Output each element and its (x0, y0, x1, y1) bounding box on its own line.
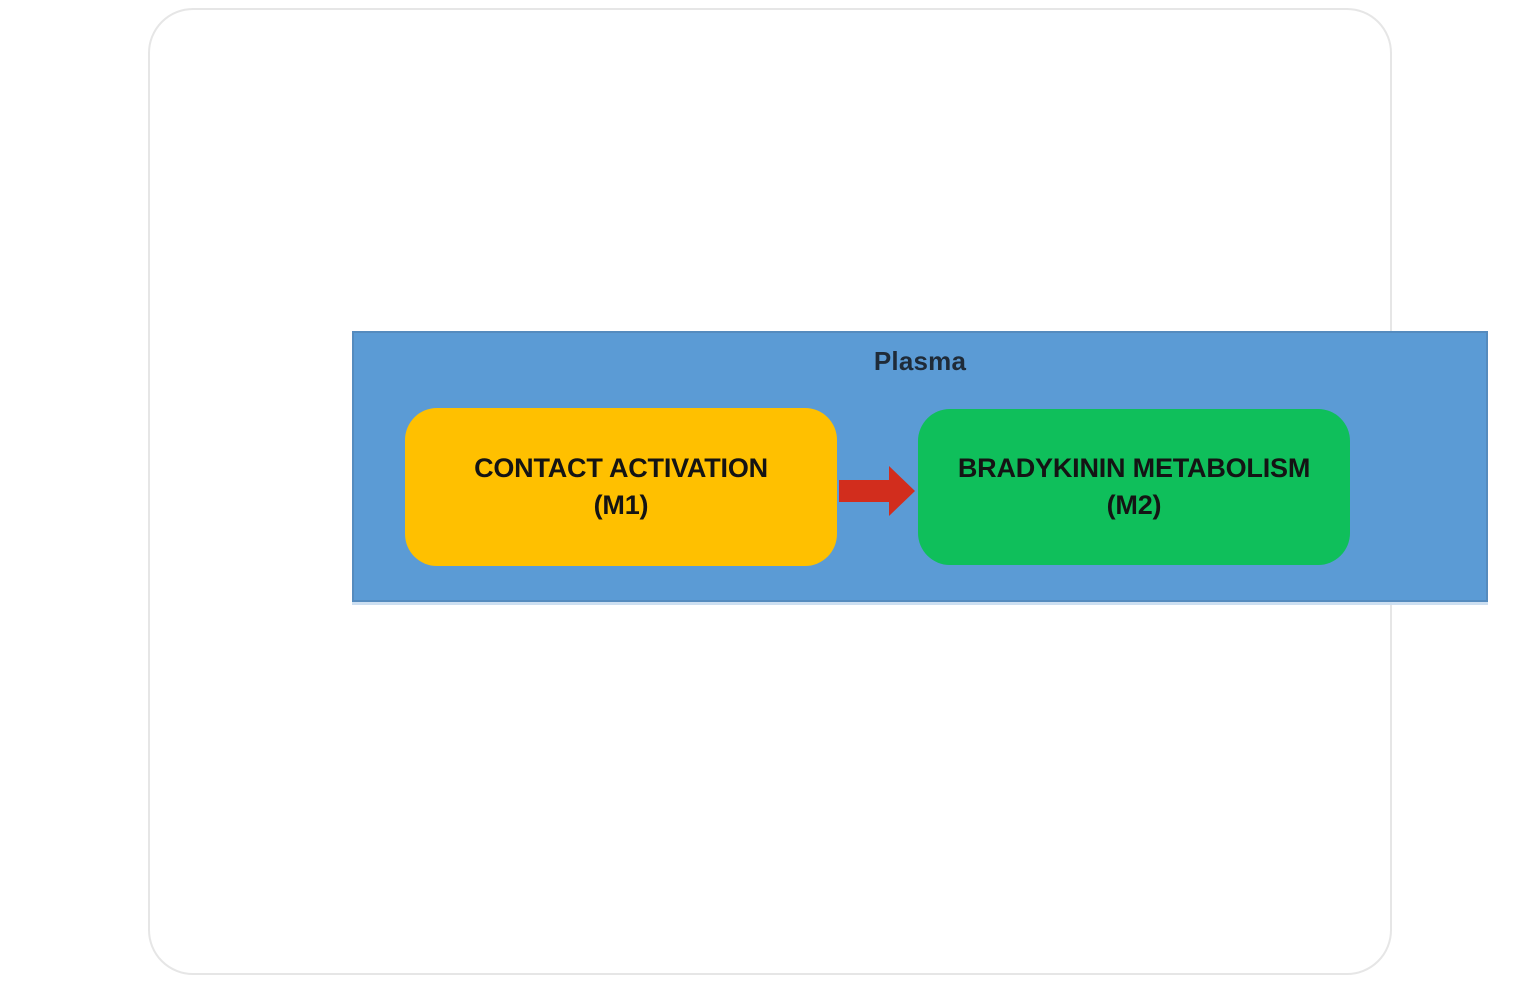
node-bradykinin-metabolism-line2: (M2) (1106, 490, 1162, 520)
plasma-container: Plasma CONTACT ACTIVATION (M1) BRADYKINI… (352, 331, 1488, 602)
node-contact-activation-line1: CONTACT ACTIVATION (474, 453, 768, 483)
right-arrow-shape (839, 466, 915, 516)
node-contact-activation-line2: (M1) (593, 490, 649, 520)
node-bradykinin-metabolism-m2: BRADYKININ METABOLISM (M2) (918, 409, 1350, 565)
node-bradykinin-metabolism-line1: BRADYKININ METABOLISM (957, 453, 1311, 483)
plasma-container-label: Plasma (873, 346, 967, 376)
node-contact-activation-m1: CONTACT ACTIVATION (M1) (405, 408, 837, 566)
right-arrow-icon (839, 466, 915, 516)
document-card: Plasma CONTACT ACTIVATION (M1) BRADYKINI… (148, 8, 1488, 975)
